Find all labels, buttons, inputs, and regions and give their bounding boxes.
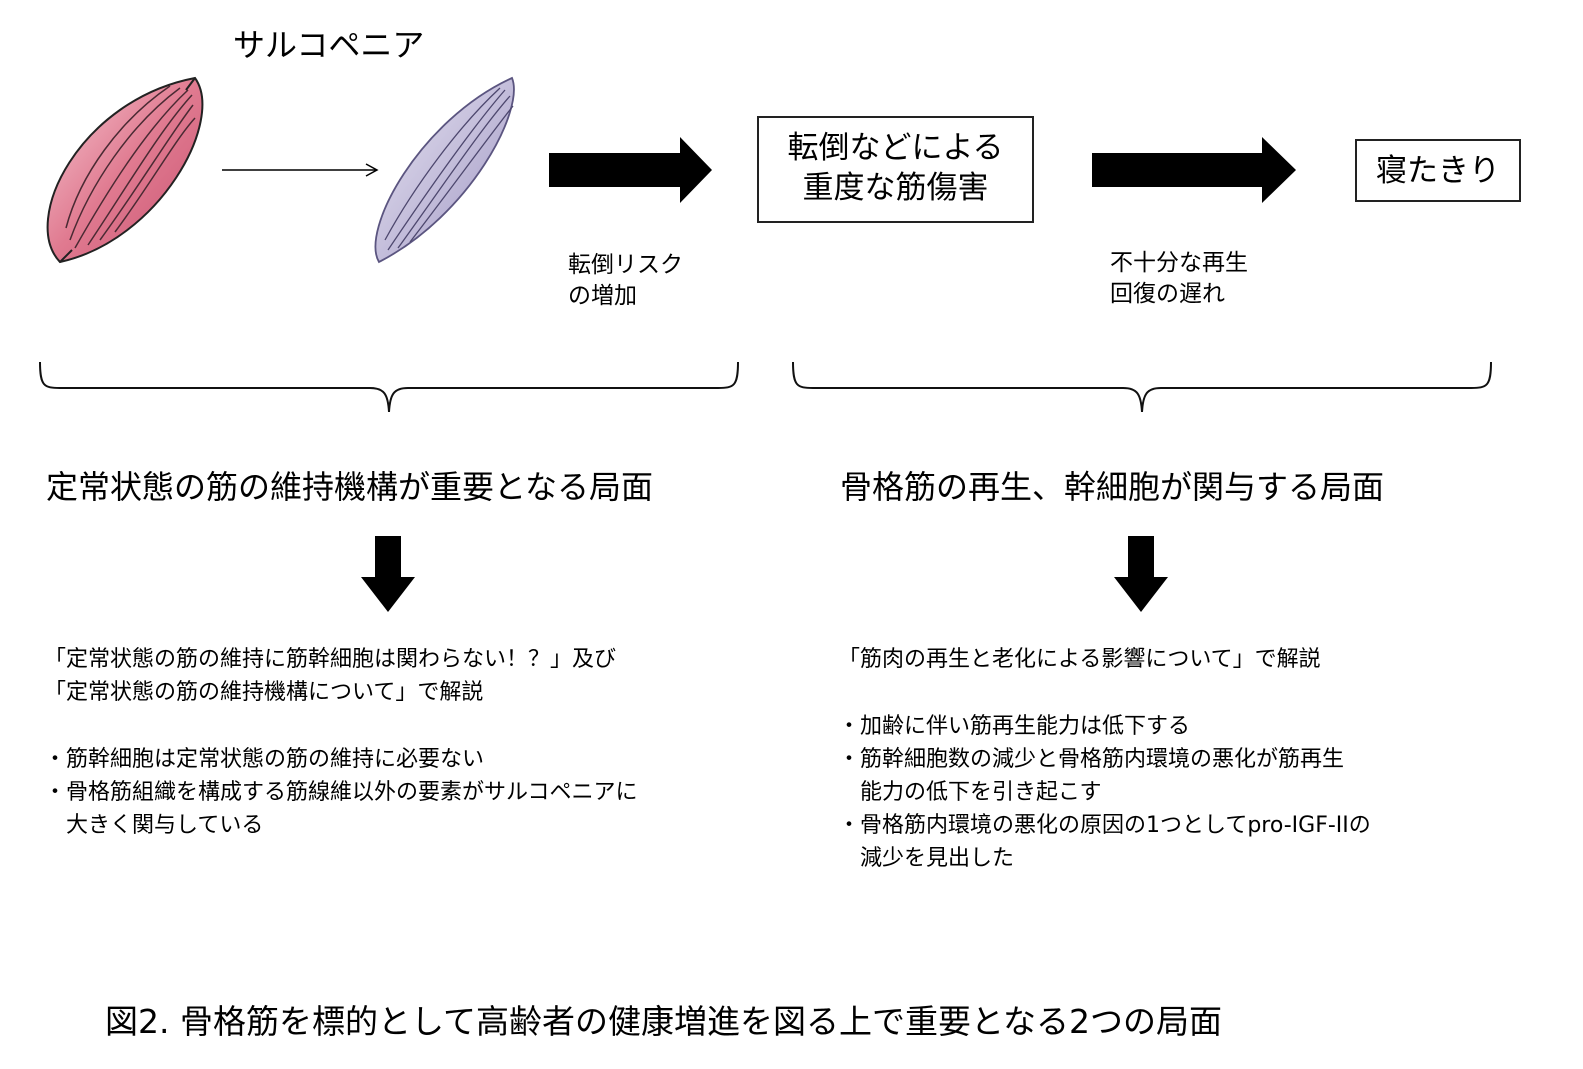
- right-bullet: ・筋幹細胞数の減少と骨格筋内環境の悪化が筋再生: [838, 747, 1345, 772]
- right-intro-line1: 「筋肉の再生と老化による影響について」で解説: [838, 647, 1321, 672]
- left-intro-line2: 「定常状態の筋の維持機構について」で解説: [44, 680, 484, 705]
- right-bullet: ・加齢に伴い筋再生能力は低下する: [838, 714, 1191, 739]
- risk-note-line1: 転倒リスク: [568, 252, 683, 278]
- left-bullet: ・筋幹細胞は定常状態の筋の維持に必要ない: [44, 747, 485, 772]
- left-bullet: ・骨格筋組織を構成する筋線維以外の要素がサルコペニアに: [44, 780, 638, 805]
- fall-box-line2: 重度な筋傷害: [802, 170, 989, 206]
- fall-box-line1: 転倒などによる: [787, 130, 1004, 166]
- atrophied-muscle-icon: [374, 76, 515, 264]
- bedridden-box: 寝たきり: [1355, 139, 1521, 202]
- figure-caption: 図2. 骨格筋を標的として高齢者の健康増進を図る上で重要となる2つの局面: [105, 1002, 1222, 1041]
- bedridden-label: 寝たきり: [1376, 153, 1500, 189]
- diagram-graphics: [39, 76, 1492, 612]
- risk-note-line2: の増加: [568, 283, 637, 309]
- left-brace-icon: [39, 361, 739, 413]
- down-arrow-icon: [1114, 536, 1168, 612]
- regen-note-line2: 回復の遅れ: [1110, 281, 1225, 307]
- down-arrow-icon: [361, 536, 415, 612]
- left-phase-heading: 定常状態の筋の維持機構が重要となる局面: [46, 468, 654, 506]
- left-bullet: 大きく関与している: [44, 813, 264, 838]
- big-arrow-right-icon: [1092, 137, 1296, 203]
- fall-injury-box: 転倒などによる 重度な筋傷害: [757, 116, 1034, 223]
- right-bullet: 減少を見出した: [838, 846, 1015, 871]
- thin-arrow-icon: [222, 163, 379, 177]
- big-arrow-right-icon: [549, 137, 712, 203]
- regen-note-line1: 不十分な再生: [1110, 250, 1248, 276]
- sarcopenia-label: サルコペニア: [233, 26, 425, 64]
- right-bullet: ・骨格筋内環境の悪化の原因の1つとしてpro-IGF-IIの: [838, 813, 1371, 838]
- right-phase-heading: 骨格筋の再生、幹細胞が関与する局面: [840, 468, 1385, 506]
- healthy-muscle-icon: [46, 76, 204, 264]
- left-intro-line1: 「定常状態の筋の維持に筋幹細胞は関わらない！？」及び: [44, 647, 617, 672]
- right-bullet: 能力の低下を引き起こす: [838, 780, 1102, 805]
- right-brace-icon: [792, 361, 1492, 413]
